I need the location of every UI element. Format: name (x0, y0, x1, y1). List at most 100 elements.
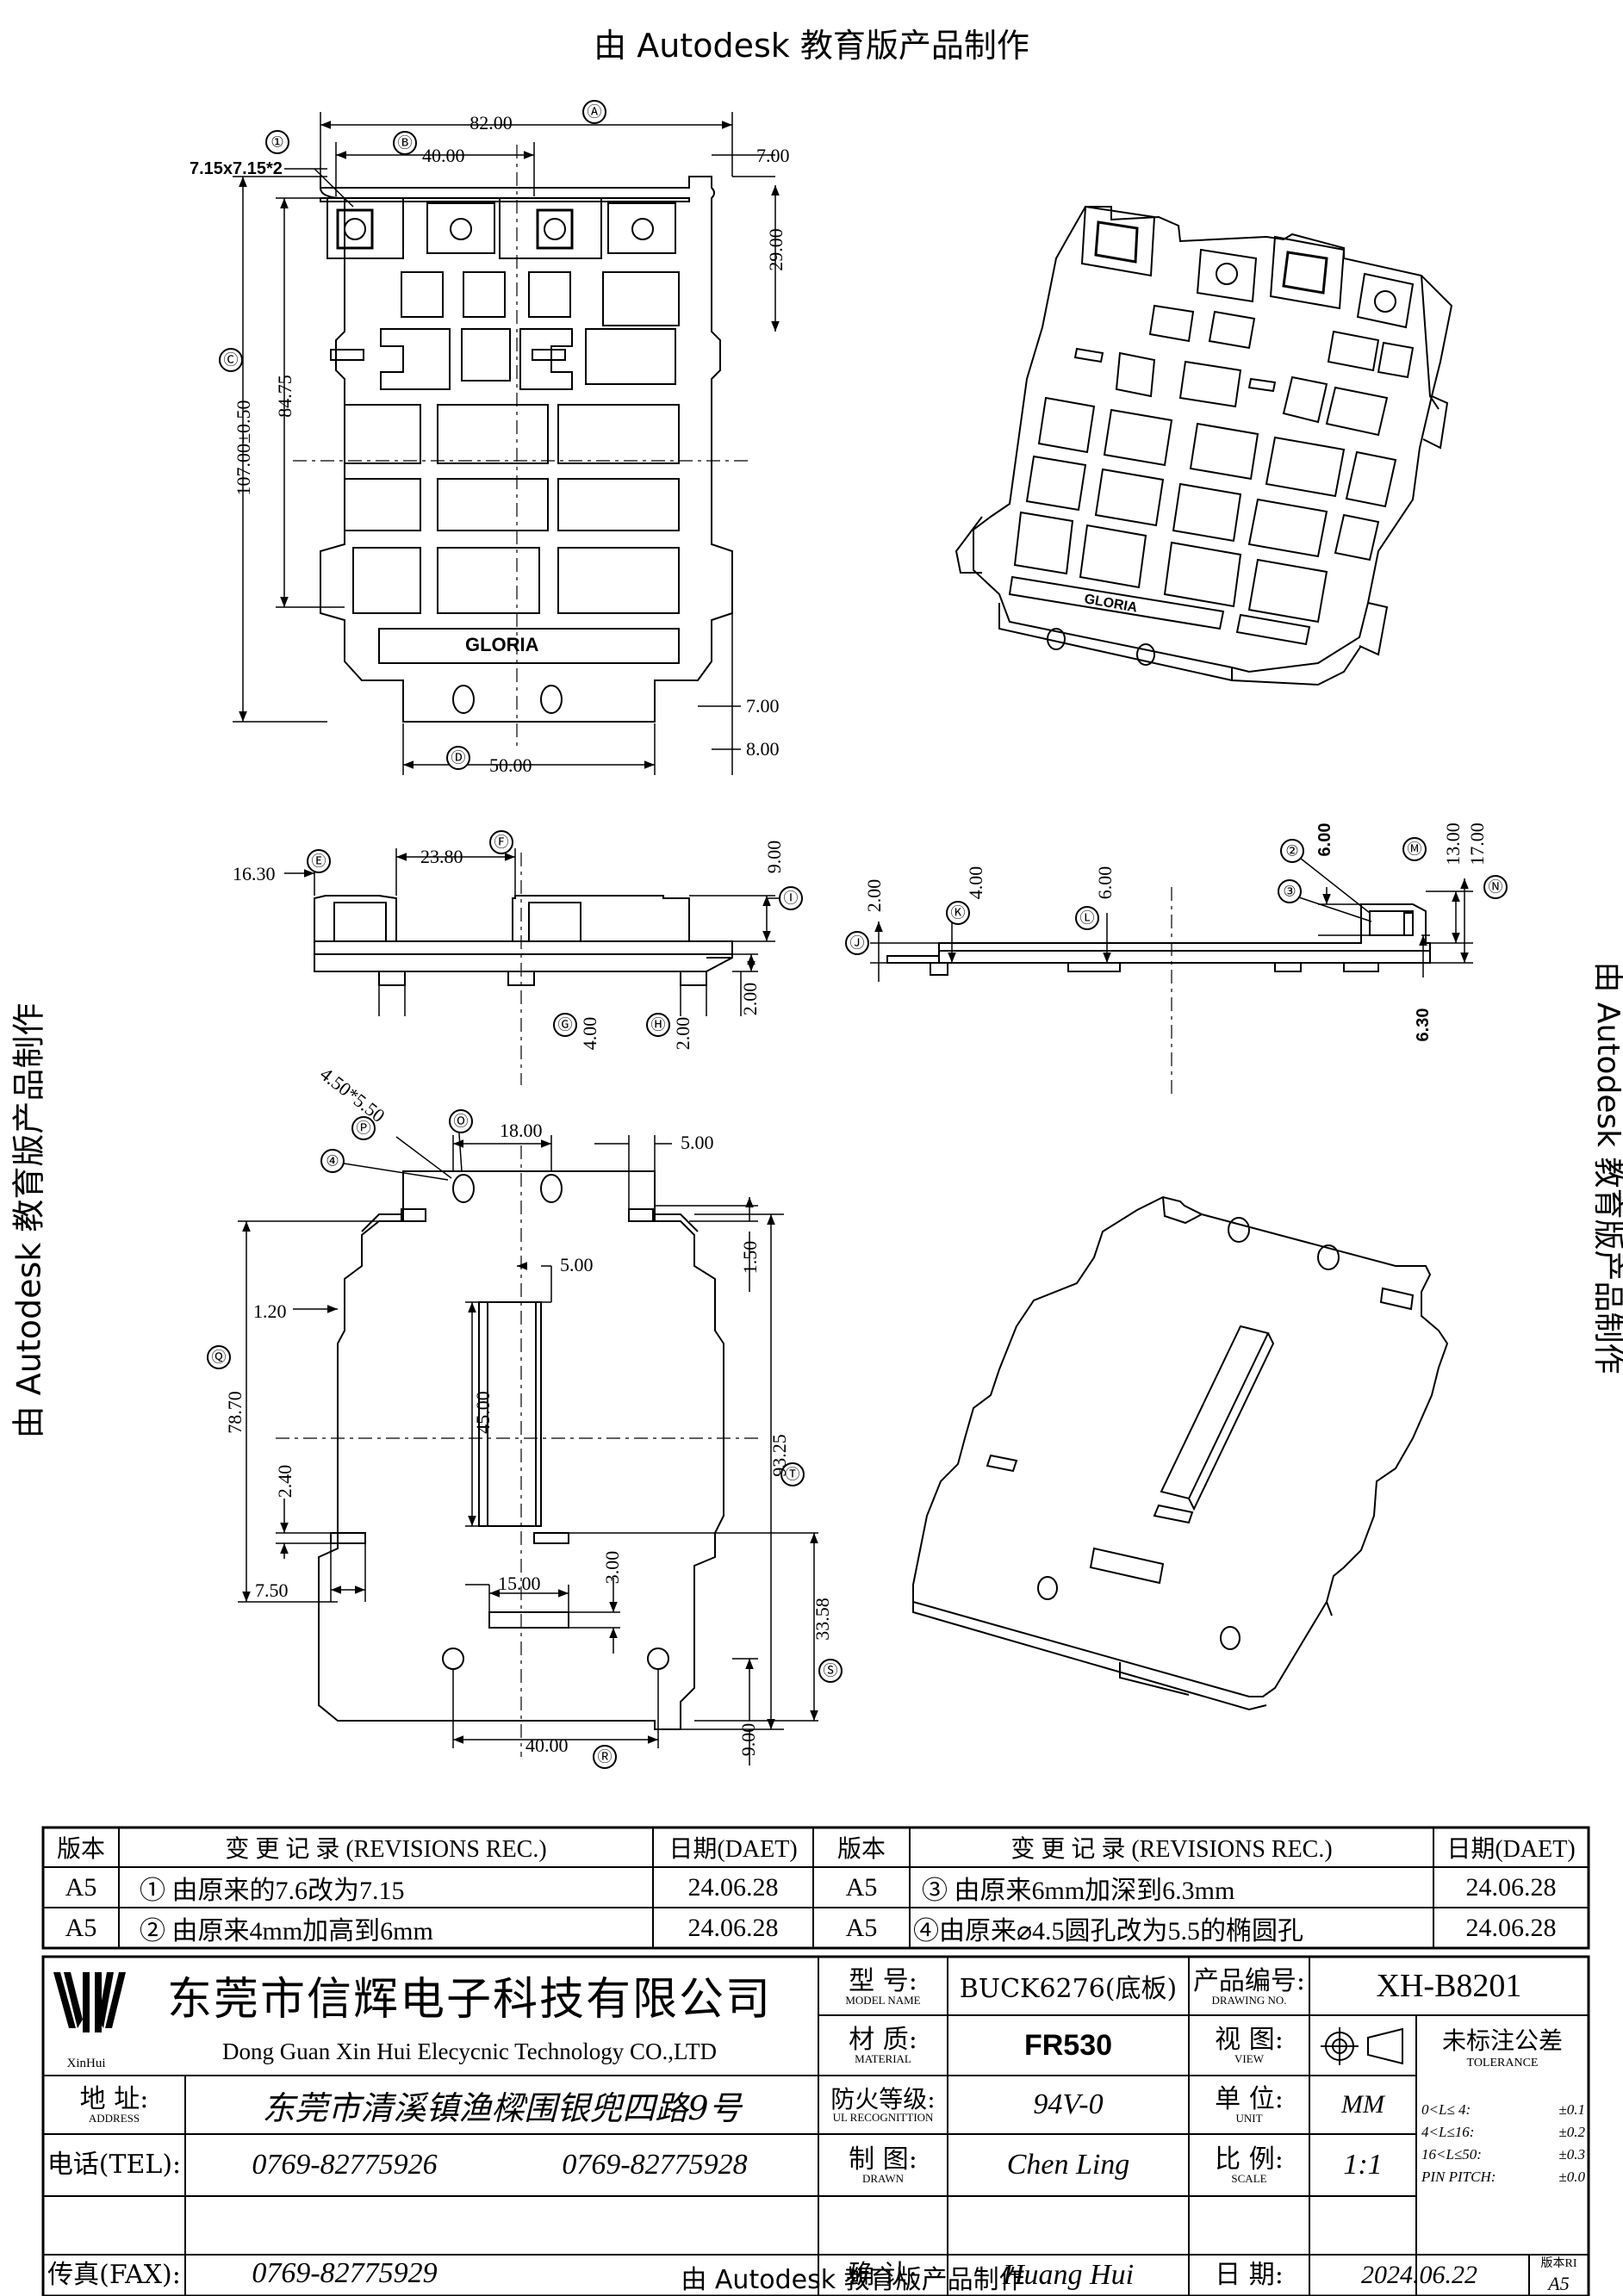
model-label: 型 号: (849, 1965, 917, 1996)
dim-9325: 93.25 (768, 1434, 790, 1477)
bubble-q: Ⓠ (212, 1350, 227, 1366)
drawing-no-label: 产品编号: (1192, 1965, 1306, 1996)
top-view-outline (320, 176, 733, 723)
unit-label: 单 位: (1215, 2083, 1284, 2114)
dim-1300: 13.00 (1442, 822, 1464, 866)
rev-header-record: 变 更 记 录 (REVISIONS REC.) (225, 1836, 547, 1863)
dim-82: 82.00 (469, 112, 513, 133)
model-label-cell: 型 号: MODEL NAME (818, 1960, 948, 2014)
rev-row1-date-2: 24.06.28 (1465, 1872, 1557, 1902)
dim-500-b: 5.00 (560, 1254, 594, 1275)
bubble-b: Ⓑ (398, 135, 413, 152)
unit-value: MM (1341, 2090, 1384, 2119)
rev-row1-record: ① 由原来的7.6改为7.15 (140, 1876, 405, 1905)
drawn-sub: DRAWN (861, 2171, 905, 2185)
check-label: 确 认: (849, 2260, 917, 2290)
dim-40-top: 40.00 (422, 145, 465, 166)
drawn-label: 制 图: (849, 2144, 917, 2175)
material-label-cell: 材 质: MATERIAL (818, 2019, 948, 2072)
tel-label: 电话(TEL): (47, 2150, 182, 2180)
version-label: 版本RI (1540, 2257, 1577, 2270)
dim-120: 1.20 (253, 1300, 287, 1322)
dim-450: 4.50*5.50 (316, 1063, 389, 1126)
dim-200-b: 2.00 (672, 1017, 693, 1051)
bubble-l: Ⓛ (1080, 910, 1095, 927)
dim-3358: 33.58 (812, 1598, 833, 1641)
dim-2380: 23.80 (420, 846, 463, 867)
company-name-cn: 东莞市信辉电子科技有限公司 (166, 1973, 772, 2026)
dim-7-top: 7.00 (756, 145, 790, 166)
dim-7870: 78.70 (224, 1391, 246, 1434)
dim-8: 8.00 (746, 738, 780, 760)
bubble-h: Ⓗ (651, 1017, 666, 1033)
drawn-value: Chen Ling (1006, 2149, 1130, 2181)
dim-4000-b: 40.00 (525, 1734, 569, 1756)
bubble-m: Ⓜ (1408, 841, 1422, 858)
dim-4500: 45.00 (472, 1391, 494, 1434)
unit-label-cell: 单 位: UNIT (1189, 2079, 1309, 2131)
projection-symbol-icon (1321, 2027, 1403, 2065)
drawing-no-sub: DRAWING NO. (1211, 1993, 1287, 2007)
dim-630: 6.30 (1414, 1008, 1433, 1042)
fax-label: 传真(FAX): (47, 2260, 181, 2290)
fire-value: 94V-0 (1033, 2088, 1104, 2120)
fax-value: 0769-82775929 (252, 2257, 438, 2289)
bubble-n: Ⓝ (1489, 879, 1503, 896)
dim-29: 29.00 (765, 228, 787, 271)
model-sub: MODEL NAME (845, 1993, 921, 2007)
bubble-a: Ⓐ (588, 104, 602, 121)
bubble-p: Ⓟ (357, 1120, 371, 1137)
watermark-bottom: 由 Autodesk 教育版产品制作 (681, 2265, 1025, 2295)
bubble-d: Ⓓ (451, 750, 466, 766)
dim-500-a: 5.00 (681, 1132, 714, 1153)
rev-header-version-2: 版本 (836, 1836, 886, 1863)
bubble-i: Ⓘ (784, 890, 799, 907)
dim-400-b: 4.00 (965, 866, 986, 900)
drawing-no-label-cell: 产品编号: DRAWING NO. (1189, 1960, 1309, 2014)
material-sub: MATERIAL (855, 2051, 911, 2065)
material-value: FR530 (1023, 2028, 1113, 2062)
dim-715: 7.15x7.15*2 (190, 159, 283, 178)
tolerance-row: 16<L≤50:±0.3 (1421, 2146, 1585, 2163)
dim-400-a: 4.00 (579, 1017, 600, 1051)
material-label: 材 质: (849, 2024, 917, 2055)
company-logo (53, 1972, 126, 2032)
company-name-en: Dong Guan Xin Hui Elecycnic Technology C… (221, 2038, 717, 2064)
tolerance-table: 0<L≤ 4:±0.1 4<L≤16:±0.2 16<L≤50:±0.3 PIN… (1421, 2101, 1585, 2191)
dim-150: 1.50 (739, 1241, 761, 1275)
rev-row1-version-2: A5 (845, 1872, 878, 1902)
address-label: 地 址: (79, 2083, 149, 2114)
view-label: 视 图: (1215, 2024, 1284, 2055)
dim-750: 7.50 (255, 1579, 289, 1601)
scale-label: 比 例: (1215, 2144, 1284, 2175)
rev-header-date: 日期(DAET) (668, 1836, 798, 1863)
bubble-f: Ⓕ (494, 835, 509, 851)
dim-300: 3.00 (601, 1551, 623, 1585)
scale-value: 1:1 (1343, 2149, 1383, 2181)
date-label: 日 期: (1215, 2260, 1284, 2290)
tolerance-row: PIN PITCH:±0.0 (1421, 2169, 1585, 2185)
bubble-4: ④ (326, 1153, 339, 1170)
bubble-e: Ⓔ (312, 853, 326, 870)
dim-8475: 84.75 (274, 375, 295, 418)
dim-200-c: 2.00 (863, 879, 885, 913)
view-sub: VIEW (1234, 2051, 1264, 2065)
tolerance-row: 4<L≤16:±0.2 (1421, 2124, 1585, 2140)
rev-header-version: 版本 (56, 1836, 105, 1863)
bubble-j: Ⓙ (850, 935, 865, 952)
dim-1800: 18.00 (500, 1120, 543, 1141)
version-value: A5 (1548, 2273, 1570, 2294)
dim-240: 2.40 (274, 1465, 295, 1499)
bubble-3: ③ (1283, 884, 1296, 900)
bubble-1: ① (270, 134, 283, 151)
bubble-o: Ⓞ (454, 1114, 469, 1130)
dim-1630: 16.30 (233, 863, 276, 884)
bubble-t: Ⓣ (786, 1467, 800, 1483)
address-label-cell: 地 址: ADDRESS (43, 2079, 185, 2131)
rev-header-date-2: 日期(DAET) (1446, 1836, 1576, 1863)
date-value: 2024.06.22 (1361, 2261, 1477, 2289)
rev-row2-record-2: ④由原来⌀4.5圆孔改为5.5的椭圆孔 (913, 1916, 1304, 1945)
tel-2: 0769-82775928 (562, 2149, 748, 2181)
rev-header-record-2: 变 更 记 录 (REVISIONS REC.) (1010, 1836, 1333, 1863)
